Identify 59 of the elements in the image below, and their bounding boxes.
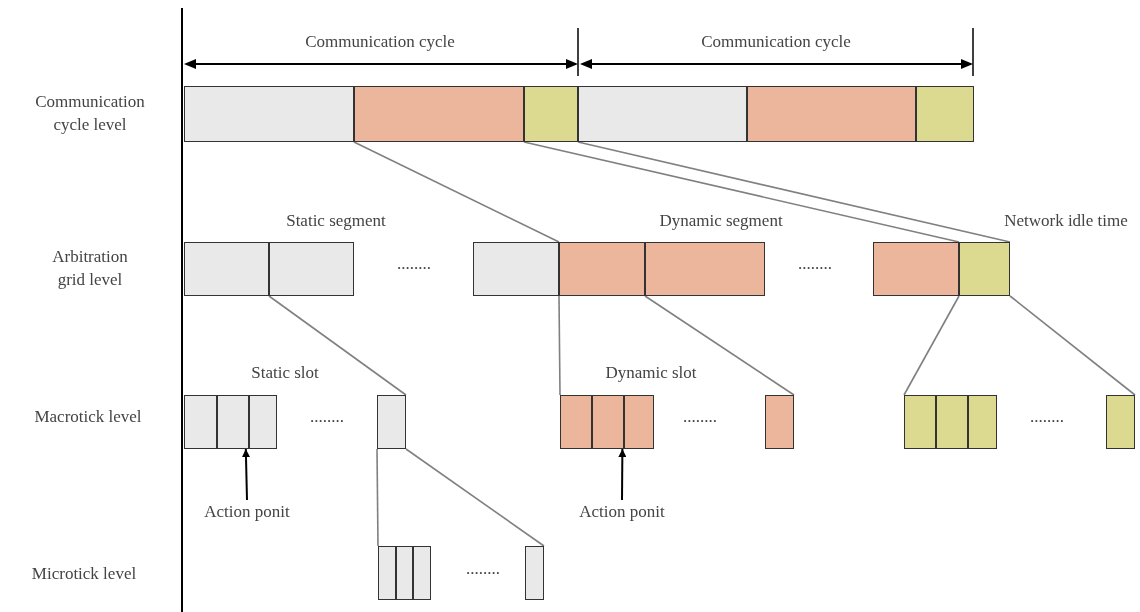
segment-label: Dynamic segment [659, 209, 783, 232]
expansion-line [1009, 295, 1136, 396]
segment-label: ........ [1030, 405, 1064, 428]
level-label: Arbitration grid level [51, 246, 129, 291]
time-slot-box [378, 546, 396, 600]
annotation-text: Action ponit [202, 500, 292, 524]
time-slot-box [1106, 395, 1135, 449]
time-slot-box [916, 86, 974, 142]
time-slot-box [873, 242, 959, 296]
segment-label: Static slot [251, 361, 319, 384]
level-label: Microtick level [31, 562, 137, 585]
dimension-label: Communication cycle [701, 30, 851, 53]
segment-label: ........ [310, 405, 344, 428]
segment-label: ........ [798, 252, 832, 275]
time-slot-box [765, 395, 794, 449]
time-slot-box [560, 395, 592, 449]
expansion-line [405, 448, 545, 547]
time-slot-box [525, 546, 544, 600]
expansion-line [353, 141, 560, 243]
time-slot-box [524, 86, 578, 142]
dimension-label: Communication cycle [305, 30, 455, 53]
segment-label: Network idle time [1004, 209, 1128, 232]
time-slot-box [413, 546, 431, 600]
segment-label: ........ [397, 252, 431, 275]
time-slot-box [184, 86, 354, 142]
expansion-line [376, 448, 379, 547]
time-slot-box [959, 242, 1010, 296]
expansion-line [558, 295, 561, 396]
expansion-line [577, 141, 1011, 243]
annotation-text: Action ponit [577, 500, 667, 524]
time-slot-box [624, 395, 654, 449]
time-slot-box [968, 395, 997, 449]
time-slot-box [269, 242, 354, 296]
time-slot-box [559, 242, 645, 296]
time-slot-box [249, 395, 277, 449]
arrow [242, 448, 250, 501]
time-slot-box [592, 395, 624, 449]
time-slot-box [184, 242, 269, 296]
time-slot-box [904, 395, 936, 449]
segment-label: Static segment [286, 209, 386, 232]
time-slot-box [377, 395, 406, 449]
time-slot-box [354, 86, 524, 142]
time-slot-box [473, 242, 559, 296]
segment-label: ........ [683, 405, 717, 428]
time-slot-box [645, 242, 765, 296]
arrow [618, 448, 627, 501]
time-slot-box [396, 546, 413, 600]
level-label: Communication cycle level [34, 91, 146, 136]
time-slot-box [217, 395, 249, 449]
time-slot-box [578, 86, 747, 142]
time-slot-box [936, 395, 968, 449]
expansion-line [903, 295, 960, 396]
segment-label: ........ [466, 557, 500, 580]
time-slot-box [184, 395, 217, 449]
expansion-line [268, 295, 407, 396]
level-label: Macrotick level [34, 405, 142, 428]
time-slot-box [747, 86, 916, 142]
expansion-line [644, 295, 795, 396]
segment-label: Dynamic slot [605, 361, 697, 384]
